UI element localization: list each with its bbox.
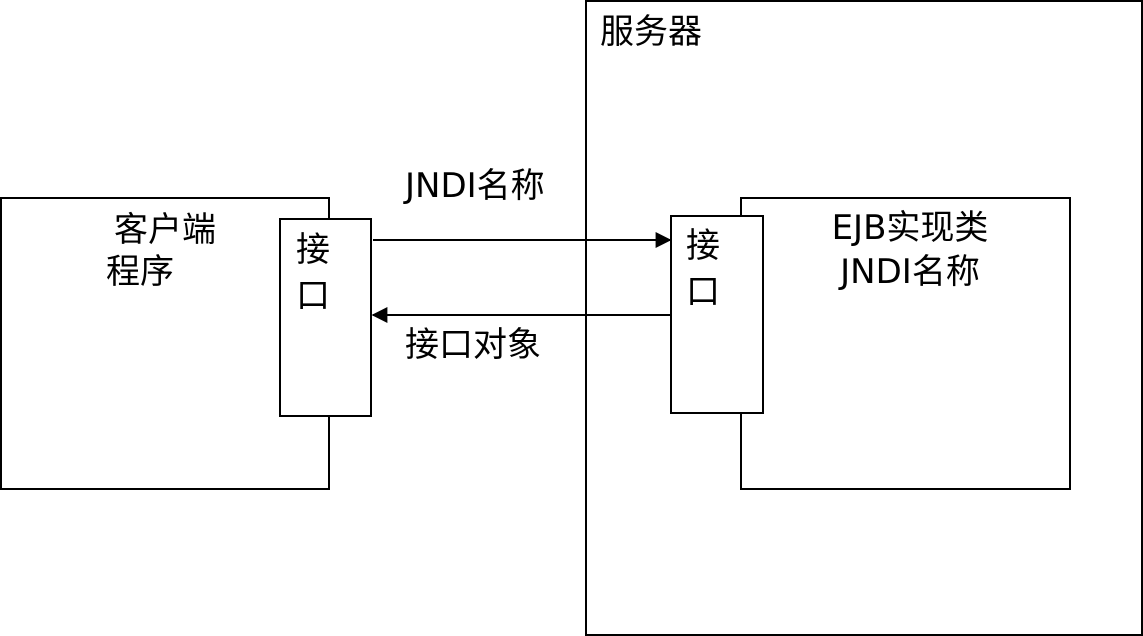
client-interface-label-line1: 接	[296, 230, 330, 270]
server-interface-label-line1: 接	[686, 226, 720, 266]
client-program-box	[0, 197, 330, 490]
client-interface-box	[279, 218, 372, 417]
server-interface-label-line2: 口	[686, 272, 720, 312]
request-arrow-label: JNDI名称	[405, 166, 545, 206]
server-label: 服务器	[600, 12, 702, 52]
client-interface-label-line2: 口	[296, 276, 330, 316]
ejb-impl-box	[740, 197, 1071, 490]
server-interface-box	[670, 215, 764, 414]
ejb-impl-label-line1: EJB实现类	[831, 208, 989, 248]
client-program-label-line1: 客户端	[114, 210, 216, 250]
ejb-impl-label-line2: JNDI名称	[840, 252, 980, 292]
client-program-label-line2: 程序	[106, 252, 174, 292]
response-arrow-label: 接口对象	[405, 325, 541, 365]
